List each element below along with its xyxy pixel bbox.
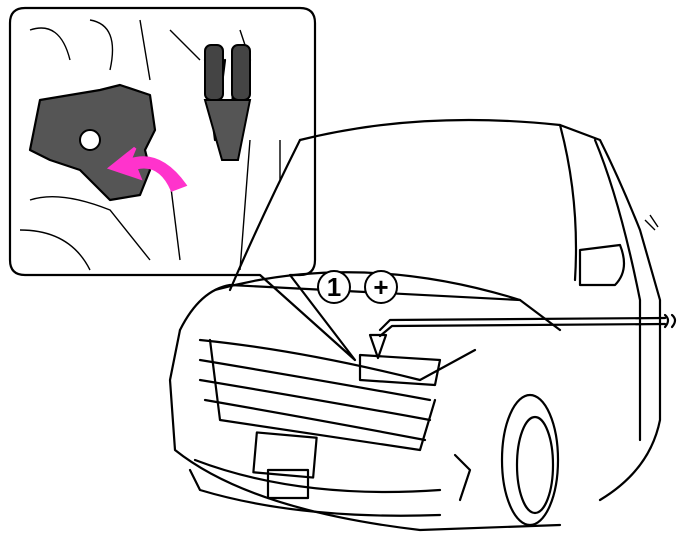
car-outline: [168, 118, 677, 532]
callout-positive-terminal: +: [364, 270, 398, 304]
callout-number-1: 1: [317, 270, 351, 304]
inset-detail-view: [8, 6, 357, 362]
rotate-arrow-icon: [106, 146, 188, 192]
